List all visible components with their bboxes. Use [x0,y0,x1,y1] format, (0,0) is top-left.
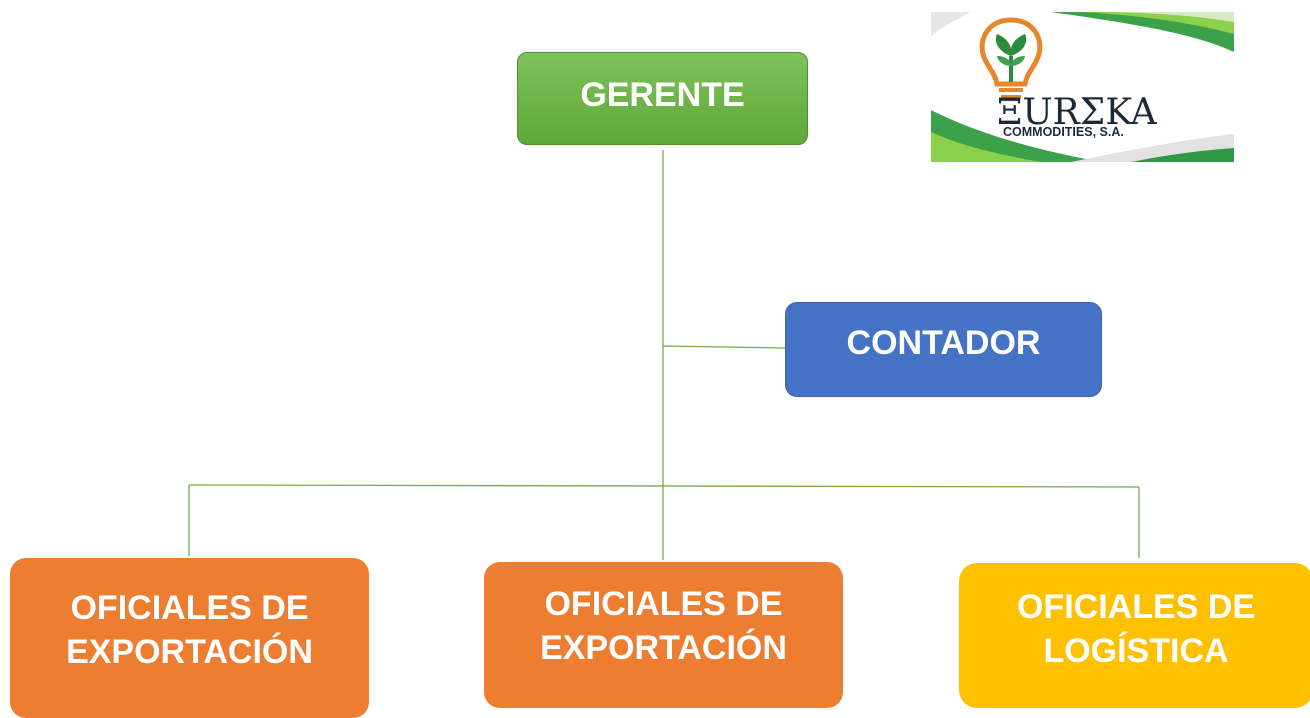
eureka-logo: ΞURΣKA COMMODITIES, S.A. [931,12,1234,162]
lightbulb-icon [979,17,1043,99]
node-logistica-line-1: OFICIALES DE [1016,588,1256,626]
node-contador-label: CONTADOR [846,324,1041,362]
logo-subtitle: COMMODITIES, S.A. [1003,125,1124,139]
connector-horizontal-bar [188,484,1140,488]
node-exportacion-1-line-1: OFICIALES DE [70,589,309,627]
node-gerente-label: GERENTE [580,76,745,114]
connector-contador [662,345,786,349]
node-exportacion-1-line-2: EXPORTACIÓN [66,633,313,672]
plant-icon [995,34,1027,82]
node-exportacion-2-line-2: EXPORTACIÓN [540,629,787,668]
node-exportacion-2-line-1: OFICIALES DE [544,585,783,623]
node-oficiales-logistica: OFICIALES DE LOGÍSTICA [959,563,1310,708]
node-logistica-line-2: LOGÍSTICA [1043,632,1229,671]
node-oficiales-exportacion-1: OFICIALES DE EXPORTACIÓN [10,558,369,718]
node-gerente: GERENTE [517,52,808,145]
node-oficiales-exportacion-2: OFICIALES DE EXPORTACIÓN [484,562,843,708]
logo-wordmark: ΞURΣKA [997,92,1158,133]
node-contador: CONTADOR [785,302,1102,397]
